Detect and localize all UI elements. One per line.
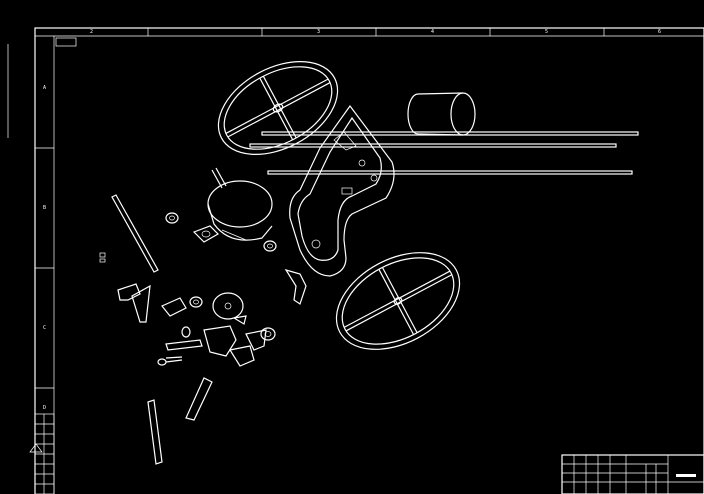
title-block <box>561 454 704 494</box>
clamp-parts <box>117 268 307 367</box>
motor-cylinder <box>407 92 476 136</box>
zone-col-4: 4 <box>431 29 435 35</box>
upper-wheel <box>217 61 339 155</box>
lower-wheel <box>335 252 461 350</box>
shafts <box>249 131 639 175</box>
zone-row-d: D <box>43 405 47 411</box>
small-parts <box>161 167 277 341</box>
zone-col-6: 6 <box>658 29 662 35</box>
frame-plate <box>289 104 395 277</box>
annotation-marks <box>29 252 106 453</box>
zone-row-c: C <box>43 325 47 331</box>
zone-col-3: 3 <box>317 29 321 35</box>
zone-row-a: A <box>43 85 47 91</box>
rod-left <box>111 194 213 465</box>
zone-col-5: 5 <box>545 29 549 35</box>
zone-row-b: B <box>43 205 47 211</box>
zone-col-2: 2 <box>90 29 94 35</box>
sheet-frame <box>7 27 704 494</box>
revision-table <box>34 413 55 494</box>
disc-pulley <box>207 180 273 241</box>
